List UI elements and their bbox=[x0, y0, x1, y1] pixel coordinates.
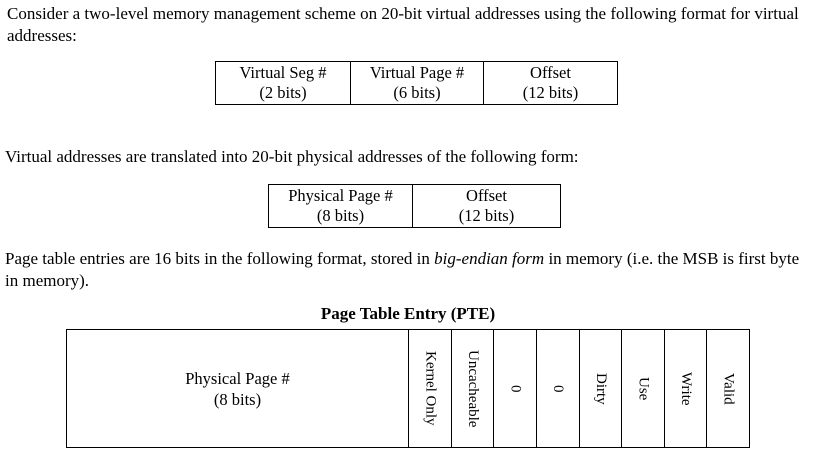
pte-flag-zero-2: 0 bbox=[537, 330, 580, 447]
flag-label: Write bbox=[678, 371, 695, 406]
field-bits: (8 bits) bbox=[316, 206, 365, 225]
flag-label: Valid bbox=[720, 372, 737, 405]
flag-label: Uncacheable bbox=[464, 349, 481, 428]
pte-flag-uncacheable: Uncacheable bbox=[452, 330, 495, 447]
physical-address-format-table: Physical Page # (8 bits) Offset (12 bits… bbox=[268, 184, 561, 228]
virtual-page-cell: Virtual Page # (6 bits) bbox=[350, 61, 484, 105]
pte-flag-kernel-only: Kernel Only bbox=[409, 330, 452, 447]
pte-paragraph: Page table entries are 16 bits in the fo… bbox=[5, 248, 813, 292]
flag-label: Kernel Only bbox=[422, 351, 439, 426]
flag-label: 0 bbox=[507, 384, 524, 393]
physical-page-cell: Physical Page # (8 bits) bbox=[268, 184, 413, 228]
field-bits: (12 bits) bbox=[522, 83, 579, 102]
translation-paragraph: Virtual addresses are translated into 20… bbox=[5, 147, 579, 166]
pte-flag-valid: Valid bbox=[707, 330, 749, 447]
virtual-seg-cell: Virtual Seg # (2 bits) bbox=[215, 61, 351, 105]
pte-physical-page-cell: Physical Page # (8 bits) bbox=[67, 330, 409, 447]
field-label: Physical Page # bbox=[185, 368, 290, 388]
flag-label: Use bbox=[635, 376, 652, 401]
field-bits: (12 bits) bbox=[458, 206, 515, 225]
field-label: Offset bbox=[530, 63, 571, 82]
field-label: Virtual Seg # bbox=[239, 63, 327, 82]
flag-label: Dirty bbox=[592, 372, 609, 405]
pte-flag-use: Use bbox=[622, 330, 665, 447]
field-label: Offset bbox=[466, 186, 507, 205]
flag-label: 0 bbox=[550, 384, 567, 393]
pte-format-table: Physical Page # (8 bits) Kernel Only Unc… bbox=[66, 329, 750, 448]
field-bits: (8 bits) bbox=[213, 389, 262, 409]
field-bits: (6 bits) bbox=[393, 83, 441, 102]
offset-cell: Offset (12 bits) bbox=[483, 61, 618, 105]
field-label: Virtual Page # bbox=[369, 63, 465, 82]
field-label: Physical Page # bbox=[288, 186, 393, 205]
table-row: Physical Page # (8 bits) Offset (12 bits… bbox=[268, 184, 561, 228]
virtual-address-format-table: Virtual Seg # (2 bits) Virtual Page # (6… bbox=[215, 61, 618, 105]
intro-paragraph: Consider a two-level memory management s… bbox=[7, 4, 799, 45]
pte-paragraph-before: Page table entries are 16 bits in the fo… bbox=[5, 249, 435, 268]
pte-paragraph-after: in memory (i.e. the MSB is first byte in… bbox=[5, 249, 800, 290]
offset-cell: Offset (12 bits) bbox=[412, 184, 561, 228]
pte-flag-dirty: Dirty bbox=[580, 330, 623, 447]
pte-flag-write: Write bbox=[665, 330, 708, 447]
pte-flag-zero-1: 0 bbox=[494, 330, 537, 447]
table-row: Virtual Seg # (2 bits) Virtual Page # (6… bbox=[215, 61, 618, 105]
field-bits: (2 bits) bbox=[259, 83, 307, 102]
pte-table-title: Page Table Entry (PTE) bbox=[320, 304, 496, 323]
pte-paragraph-italic: big-endian form bbox=[434, 249, 545, 268]
